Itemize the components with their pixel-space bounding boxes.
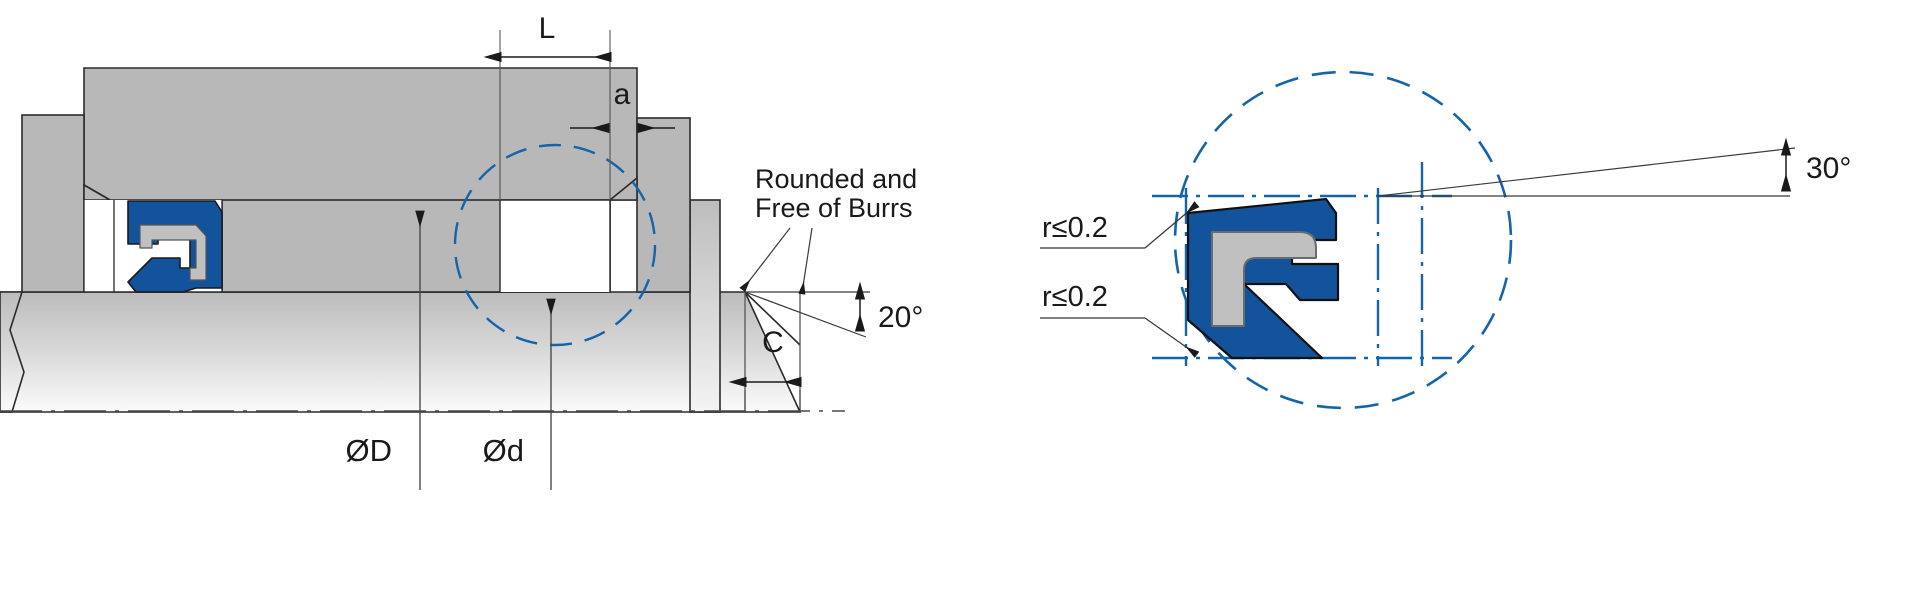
callout-radius-bottom-label: r≤0.2 — [1042, 281, 1108, 313]
housing-right-riser — [636, 117, 691, 293]
dimension-Od: Ød — [483, 298, 556, 490]
callout-radius-top-label: r≤0.2 — [1042, 212, 1108, 244]
installed-seal — [127, 200, 223, 293]
dim-OD-label: ØD — [346, 433, 393, 468]
shaft-body — [0, 291, 701, 413]
note-leader-2 — [798, 227, 813, 295]
dim-Od-label: Ød — [483, 433, 524, 468]
dimension-L: L — [483, 12, 612, 200]
housing — [21, 67, 691, 293]
angle30-label: 30° — [1806, 152, 1851, 185]
detail-seal-elastomer — [1186, 197, 1340, 360]
detail-seal-profile — [1186, 197, 1340, 360]
dimension-C: C — [728, 292, 802, 390]
housing-left-stub — [21, 114, 85, 293]
note-rounded-free-of-burrs: Rounded and Free of Burrs — [739, 164, 917, 295]
note-line-1: Rounded and — [755, 164, 917, 194]
callout-radius-bottom: r≤0.2 — [1040, 281, 1200, 358]
dimension-angle-30: 30° — [1377, 137, 1851, 197]
callout-bottom-leader — [1144, 317, 1200, 358]
note-line-2: Free of Burrs — [755, 193, 913, 223]
shaft-lead-chamfer — [744, 291, 801, 346]
dim-a-label: a — [614, 78, 631, 111]
seal-cavity-left — [84, 200, 114, 292]
seal-metal-case — [139, 224, 207, 281]
angle20-leg — [744, 291, 867, 338]
detail-circle-left — [453, 143, 657, 347]
callout-top-leader — [1144, 201, 1200, 249]
dim-C-label: C — [762, 326, 784, 359]
note-leader-1 — [739, 227, 791, 293]
detail-seal-metal-case — [1211, 231, 1317, 327]
retaining-collar — [689, 199, 721, 413]
bore-void — [500, 200, 610, 292]
right-detail-view: r≤0.2 r≤0.2 30° — [1040, 70, 1851, 410]
dimension-OD: ØD — [346, 210, 425, 490]
detail-view-circle — [1173, 70, 1513, 410]
callout-radius-top: r≤0.2 — [1040, 201, 1200, 249]
shaft — [0, 291, 802, 413]
detail-circle-outline — [453, 143, 657, 347]
dimension-angle-20: 20° — [744, 281, 923, 338]
collar-body — [689, 199, 721, 413]
left-cross-section-view: L a C 20° — [0, 12, 923, 490]
dim-L-label: L — [539, 12, 556, 45]
angle20-label: 20° — [878, 301, 923, 334]
dimension-a: a — [570, 78, 675, 134]
angle30-leg — [1377, 147, 1796, 197]
